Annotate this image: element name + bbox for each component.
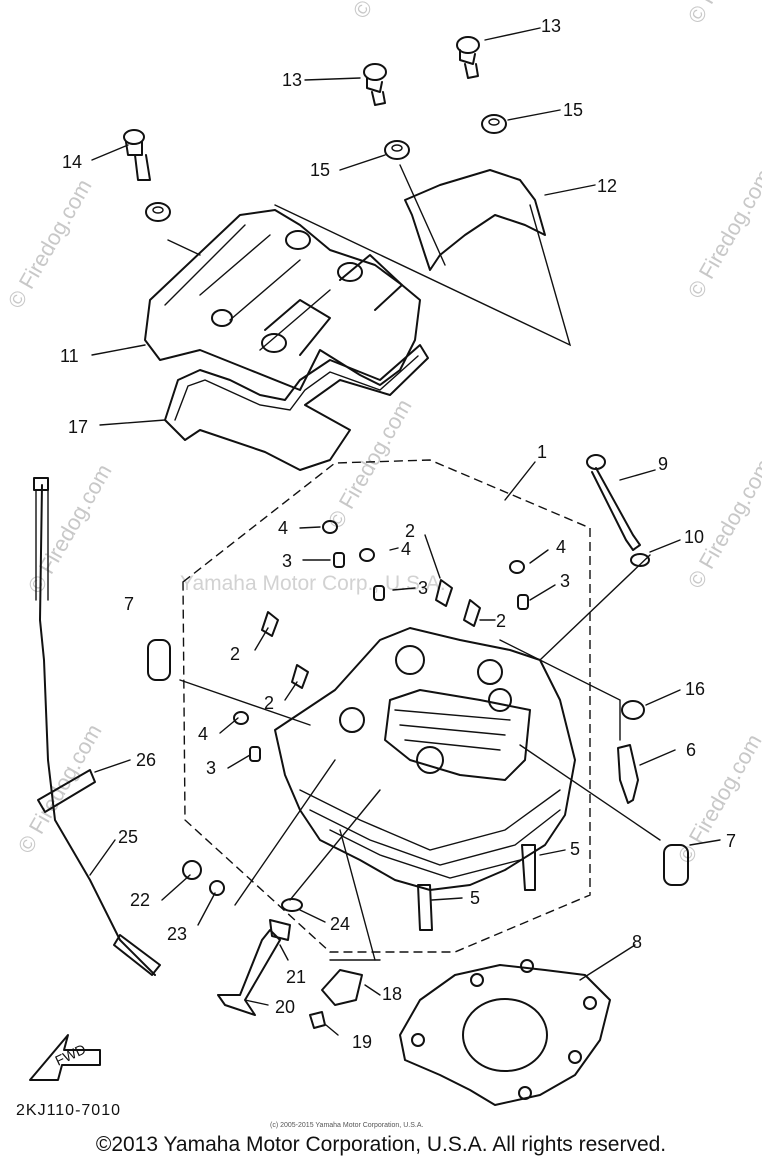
callout-2: 2 xyxy=(496,611,506,631)
stud-2a xyxy=(261,611,279,637)
copyright-footer: ©2013 Yamaha Motor Corporation, U.S.A. A… xyxy=(95,1133,667,1156)
head-cover-gasket xyxy=(164,344,429,471)
callout-4: 4 xyxy=(278,518,288,538)
stud-2c xyxy=(435,579,453,607)
cylinder-head xyxy=(274,627,576,891)
callout-15: 15 xyxy=(563,100,583,120)
callout-22: 22 xyxy=(130,890,150,910)
callout-14: 14 xyxy=(62,152,82,172)
cap-7b xyxy=(663,844,689,886)
cable-25 xyxy=(39,484,156,976)
cylinder-head-gasket-8 xyxy=(399,959,611,1106)
cap-nut-4b xyxy=(359,548,375,562)
callout-25: 25 xyxy=(118,827,138,847)
cap-16 xyxy=(621,700,645,720)
callout-13: 13 xyxy=(541,16,561,36)
callout-16: 16 xyxy=(685,679,705,699)
callout-21: 21 xyxy=(286,967,306,987)
stud-2b xyxy=(291,664,309,689)
shaft-20 xyxy=(217,929,281,1016)
callout-3: 3 xyxy=(418,578,428,598)
bolt-13a xyxy=(363,63,387,106)
watermarks: © Firedog.com © Firedog.com © Firedog.co… xyxy=(3,0,762,868)
callout-3: 3 xyxy=(560,571,570,591)
callout-7: 7 xyxy=(124,594,134,614)
leader-lines xyxy=(89,27,721,1036)
bolt-13b xyxy=(456,36,480,79)
callout-3: 3 xyxy=(206,758,216,778)
watermark: © Firedog.com xyxy=(348,0,442,23)
callout-23: 23 xyxy=(167,924,187,944)
cylinder-head-assembly-boundary xyxy=(182,459,591,953)
callout-5: 5 xyxy=(570,839,580,859)
pad-24 xyxy=(281,898,303,912)
stud-2d xyxy=(463,599,481,627)
bolt-14 xyxy=(123,129,151,181)
small-copyright: (c) 2005-2015 Yamaha Motor Corporation, … xyxy=(270,1122,423,1129)
callout-26: 26 xyxy=(136,750,156,770)
callout-9: 9 xyxy=(658,454,668,474)
grommet-15a xyxy=(384,140,410,160)
callout-13: 13 xyxy=(282,70,302,90)
dowel-3d xyxy=(249,746,261,762)
callout-6: 6 xyxy=(686,740,696,760)
cable-fitting xyxy=(113,934,161,976)
bolt-5b xyxy=(417,884,433,931)
callout-18: 18 xyxy=(382,984,402,1004)
spring-21 xyxy=(269,919,291,941)
watermark-center: Yamaha Motor Corp., U.S.A. xyxy=(180,572,446,595)
bolt-5a xyxy=(521,844,536,891)
cap-nut-4d xyxy=(233,711,249,725)
dowel-3a xyxy=(333,552,345,568)
grommet-15b xyxy=(481,114,507,134)
callout-12: 12 xyxy=(597,176,617,196)
callout-4: 4 xyxy=(556,537,566,557)
callout-4: 4 xyxy=(198,724,208,744)
watermark: © Firedog.com xyxy=(683,165,762,303)
stud-bolt-9 xyxy=(586,454,641,551)
callout-20: 20 xyxy=(275,997,295,1017)
cable-end xyxy=(33,477,49,491)
callout-labels: 13 13 14 15 15 12 11 17 1 9 10 4 2 4 4 3… xyxy=(60,16,736,1052)
spark-plug-6 xyxy=(617,744,639,804)
callout-1: 1 xyxy=(537,442,547,462)
watermark: © Firedog.com xyxy=(23,460,117,598)
callout-11: 11 xyxy=(60,346,79,366)
watermark: © Firedog.com xyxy=(683,455,762,593)
callout-2: 2 xyxy=(230,644,240,664)
cover-bracket xyxy=(404,169,546,271)
bolt-19 xyxy=(309,1011,326,1029)
watermark: © Firedog.com xyxy=(683,0,762,28)
dowel-3c xyxy=(517,594,529,610)
watermark: © Firedog.com xyxy=(3,175,97,313)
holder-26 xyxy=(37,769,96,813)
callout-15: 15 xyxy=(310,160,330,180)
diagram-code: 2KJ110-7010 xyxy=(16,1102,121,1119)
forward-arrow: FWD xyxy=(29,1034,101,1081)
callout-17: 17 xyxy=(68,417,88,437)
head-cover xyxy=(144,209,421,391)
callout-5: 5 xyxy=(470,888,480,908)
grommet-15c xyxy=(145,202,171,222)
callout-8: 8 xyxy=(632,932,642,952)
callout-2: 2 xyxy=(405,521,415,541)
callout-19: 19 xyxy=(352,1032,372,1052)
callout-3: 3 xyxy=(282,551,292,571)
cap-nut-4c xyxy=(509,560,525,574)
watermark: © Firedog.com xyxy=(323,395,417,533)
callout-24: 24 xyxy=(330,914,350,934)
callout-10: 10 xyxy=(684,527,704,547)
cap-nut-4a xyxy=(322,520,338,534)
cap-7a xyxy=(147,639,171,681)
callout-4: 4 xyxy=(401,539,411,559)
washer-10 xyxy=(630,553,650,567)
cap-22 xyxy=(182,860,202,880)
callout-7: 7 xyxy=(726,831,736,851)
callout-2: 2 xyxy=(264,693,274,713)
washer-23 xyxy=(209,880,225,896)
bracket-18 xyxy=(321,969,363,1006)
dowel-3b xyxy=(373,585,385,601)
